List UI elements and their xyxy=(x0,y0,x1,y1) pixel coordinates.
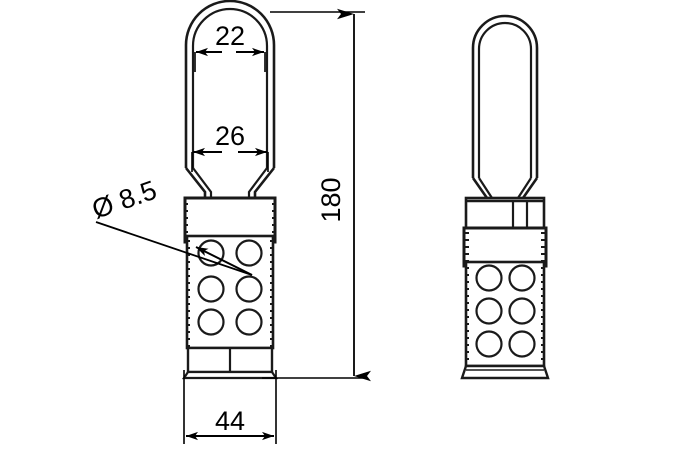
vent-hole xyxy=(197,275,225,303)
body-collar-side xyxy=(464,196,546,232)
dimension-180: 180 xyxy=(262,8,371,382)
body-front xyxy=(184,203,276,350)
diameter-callout-label: Ø 8.5 xyxy=(88,175,160,225)
dimension-44: 44 xyxy=(183,370,277,444)
dim44-label: 44 xyxy=(215,406,245,436)
front-view xyxy=(181,0,279,380)
vent-hole xyxy=(475,264,503,292)
vent-hole xyxy=(508,264,536,292)
dim22-label: 22 xyxy=(215,21,245,51)
vent-hole xyxy=(508,330,536,358)
shackle-side-outer xyxy=(471,14,539,178)
base-chamfer xyxy=(181,370,279,380)
knurl-side-right xyxy=(541,232,545,360)
knurl-left xyxy=(186,240,190,347)
body-cap-side xyxy=(462,226,548,268)
dim26-label: 26 xyxy=(215,121,245,151)
knurl-right xyxy=(270,240,274,347)
base-side xyxy=(460,364,550,380)
vent-hole xyxy=(475,297,503,325)
vent-hole xyxy=(235,275,263,303)
vent-hole-grid-front xyxy=(197,239,263,336)
vent-hole xyxy=(197,308,225,336)
diameter-leader-arrow xyxy=(195,246,253,276)
shackle-outer-outline xyxy=(184,0,276,168)
vent-hole xyxy=(235,308,263,336)
shackle-side xyxy=(471,14,539,212)
dimension-26: 26 xyxy=(191,121,269,172)
base-side-chamfer xyxy=(460,364,550,380)
side-view xyxy=(460,14,550,380)
vent-hole-grid-side xyxy=(475,264,536,358)
body-side xyxy=(464,232,546,368)
shackle-front xyxy=(184,0,276,200)
knurl-side-left xyxy=(465,232,469,360)
diameter-leader-line xyxy=(95,221,253,276)
shackle-inner-outline xyxy=(191,7,269,168)
vent-hole xyxy=(508,297,536,325)
cap-side-outline xyxy=(462,226,548,268)
shackle-right-taper-inner xyxy=(247,167,268,200)
dim180-label: 180 xyxy=(316,177,346,222)
base-front xyxy=(181,346,279,380)
vent-hole xyxy=(475,330,503,358)
dimension-22: 22 xyxy=(194,21,266,72)
vent-hole xyxy=(235,239,263,267)
shackle-left-taper-inner xyxy=(192,167,213,200)
shackle-side-inner xyxy=(477,21,533,178)
collar-outline xyxy=(464,196,546,232)
knurl-cap xyxy=(184,203,276,233)
